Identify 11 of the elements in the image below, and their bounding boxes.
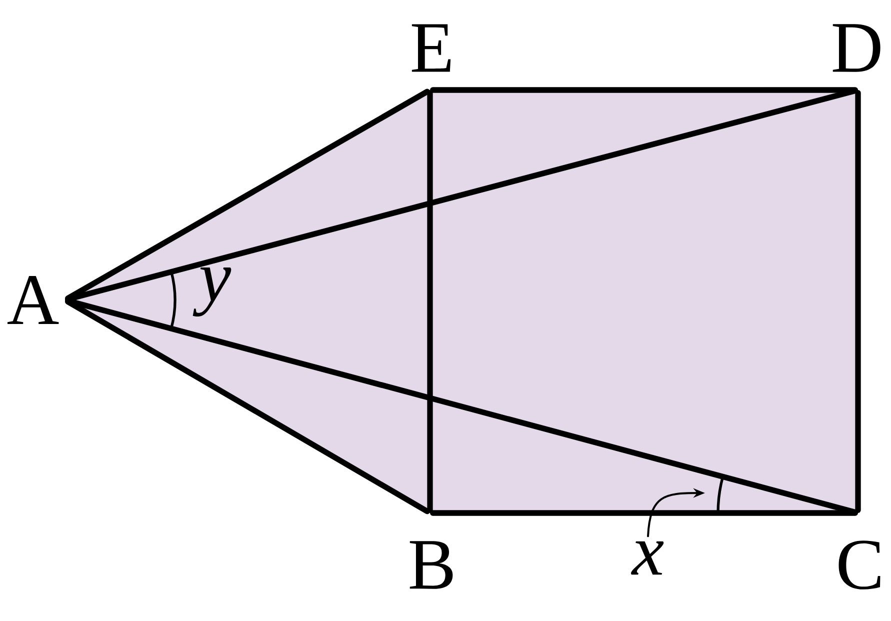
vertex-label: E	[412, 24, 451, 72]
vertex-label: A	[8, 276, 59, 324]
vertex-label: B	[410, 541, 453, 589]
line-segment	[427, 90, 433, 513]
vertex-label: C	[838, 540, 880, 590]
line-segment	[430, 510, 858, 516]
angle-label: x	[631, 541, 664, 575]
line-segment	[855, 90, 861, 513]
vertex-label: D	[832, 24, 880, 72]
line-segment	[430, 87, 858, 93]
angle-label: y	[192, 268, 232, 316]
